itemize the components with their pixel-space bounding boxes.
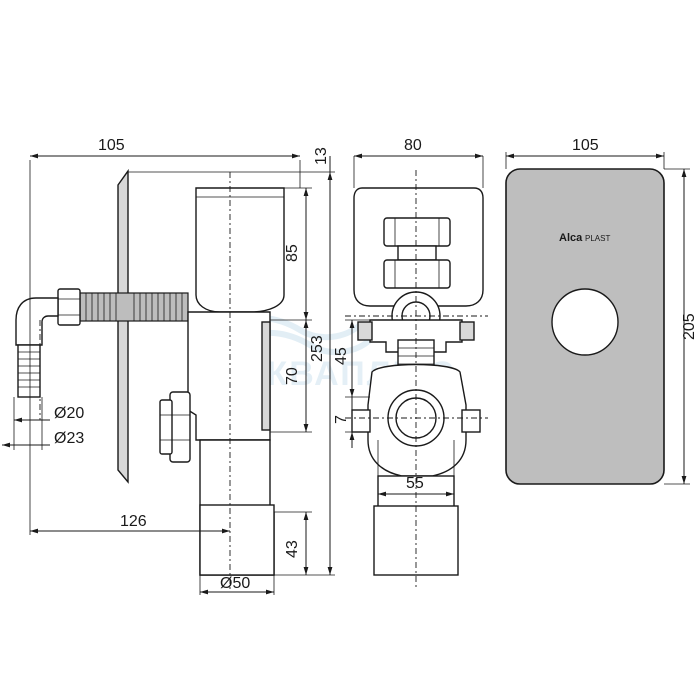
dim-front-width: 80 — [404, 137, 422, 154]
dim-hose-outer: Ø23 — [54, 430, 84, 447]
dim-outlet-diameter: Ø50 — [220, 575, 250, 592]
hose-elbow — [15, 297, 59, 346]
dim-cover-width: 105 — [572, 137, 599, 154]
dim-cover-height: 205 — [681, 313, 698, 340]
logo-sub: PLAST — [585, 234, 610, 243]
cleanout-nut — [169, 391, 191, 463]
dim-hose-inner: Ø20 — [54, 405, 84, 422]
dim-side-width: 105 — [98, 137, 125, 154]
dim-front-height-lower: 7 — [333, 415, 350, 424]
cover-view: Alca PLAST 105 205 — [505, 137, 698, 485]
siphon-cap — [195, 187, 285, 313]
front-nut-mid — [383, 259, 451, 289]
dim-cap-height: 85 — [284, 244, 301, 262]
side-nut — [57, 288, 81, 326]
dim-plate-thickness: 13 — [313, 147, 330, 165]
dim-total-height: 253 — [309, 335, 326, 362]
clamp-strip — [261, 321, 271, 431]
dim-outlet-height: 70 — [284, 367, 301, 385]
front-view: 80 45 7 55 — [333, 137, 488, 590]
dim-outlet-offset: 126 — [120, 513, 147, 530]
alcaplast-logo: Alca PLAST — [559, 232, 610, 244]
thread-lines — [85, 293, 183, 321]
dim-front-height-upper: 45 — [333, 347, 350, 365]
hose-connector — [17, 344, 41, 398]
logo-main: Alca — [559, 232, 583, 244]
wall-plate — [117, 168, 129, 484]
cover-hole — [551, 288, 619, 356]
dim-front-spacing: 55 — [406, 475, 424, 492]
side-view: 105 13 85 70 43 253 Ø20 Ø23 126 — [2, 137, 335, 595]
siphon-body — [187, 311, 271, 441]
dim-pipe-height: 43 — [284, 540, 301, 558]
front-nut-top — [383, 217, 451, 247]
